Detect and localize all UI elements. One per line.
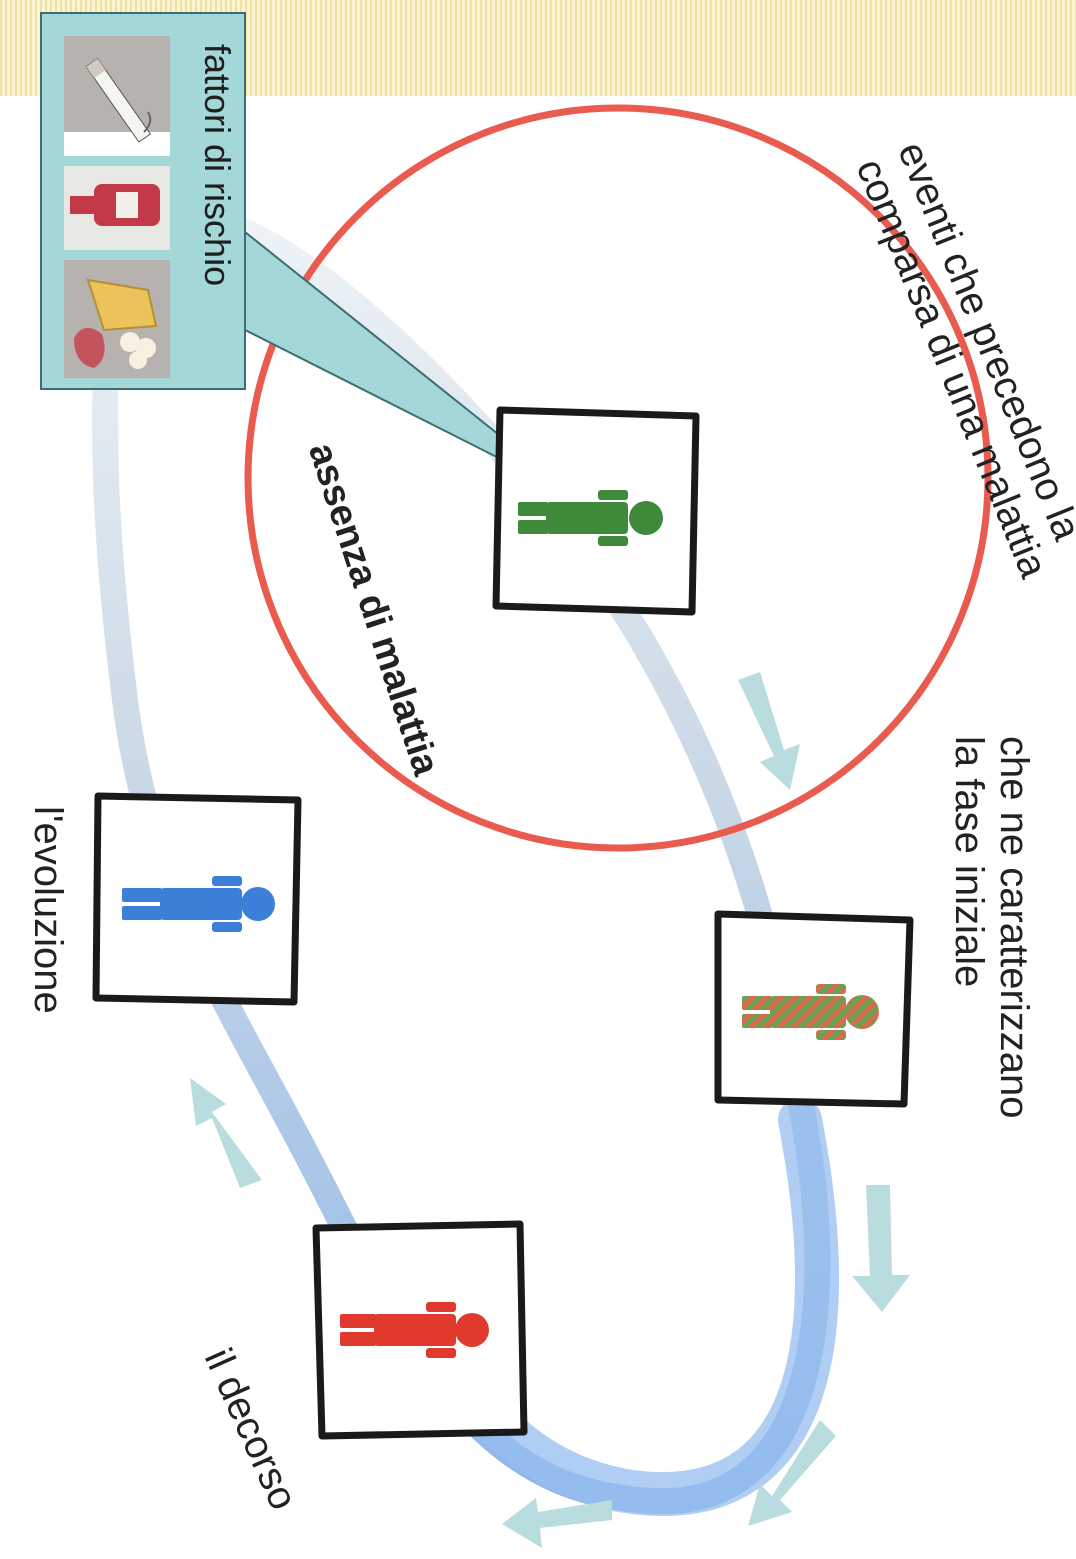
label-early-phase: che ne caratterizzano la fase iniziale (947, 736, 1036, 1119)
risk-factors-title: fattori di rischio (197, 44, 238, 287)
label-evolution: l'evoluzione (26, 806, 70, 1014)
food-icon (64, 260, 170, 378)
person-figure-early (742, 984, 879, 1040)
direction-arrows (190, 672, 910, 1548)
risk-factors-box: fattori di rischio (40, 12, 246, 390)
stage-card-early (714, 910, 914, 1108)
stage-card-course (312, 1220, 528, 1440)
arrow-5 (190, 1078, 262, 1188)
bottle-icon (64, 166, 170, 250)
arrow-2 (852, 1185, 910, 1312)
stage-card-evolution (92, 792, 302, 1006)
no-disease-circle (244, 104, 992, 852)
stage-card-healthy (492, 406, 700, 616)
person-figure-course (340, 1302, 489, 1358)
arrow-4 (502, 1498, 612, 1548)
arrow-3 (748, 1420, 836, 1526)
person-figure-healthy (518, 490, 663, 546)
arrow-1 (738, 672, 800, 790)
person-figure-evolution (122, 876, 275, 932)
cigarette-icon (64, 36, 170, 156)
